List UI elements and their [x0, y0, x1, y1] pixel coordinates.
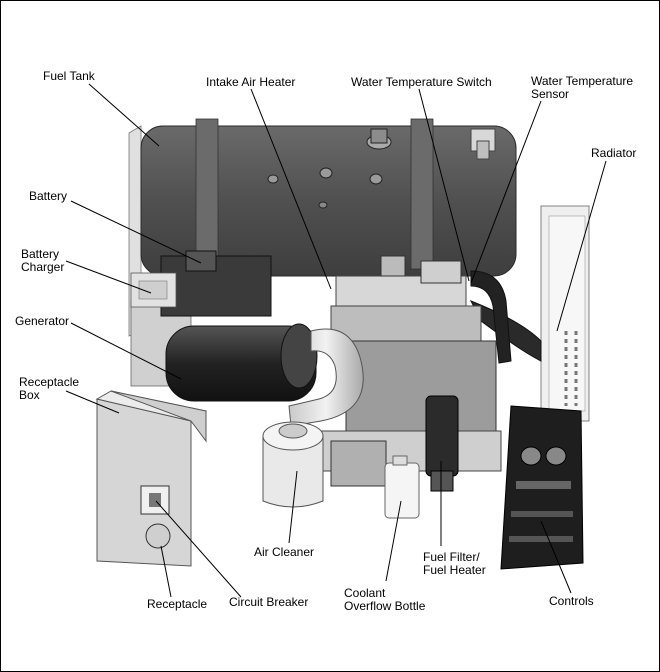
radiator	[469, 205, 590, 422]
label-coolant-overflow-bottle: Coolant Overflow Bottle	[344, 587, 425, 613]
label-circuit-breaker: Circuit Breaker	[229, 595, 309, 609]
label-battery: Battery	[29, 189, 68, 203]
generator	[130, 250, 318, 402]
leader-battery-charger	[65, 260, 152, 294]
leader-coolant-overflow-bottle	[385, 500, 402, 582]
battery-charger	[130, 272, 177, 308]
leader-water-temperature-switch	[418, 88, 470, 282]
label-battery-charger-line2: Charger	[21, 260, 65, 274]
label-receptacle: Receptacle	[147, 597, 208, 611]
leader-fuel-tank	[88, 83, 160, 147]
label-water-temperature-sensor: Water Temperature Sensor	[531, 75, 633, 101]
label-water-temperature-sensor-line2: Sensor	[531, 87, 570, 101]
coolant-overflow-bottle	[384, 455, 420, 519]
leader-water-temperature-sensor	[470, 100, 542, 284]
leader-lines	[65, 83, 607, 598]
engine	[320, 255, 502, 487]
label-fuel-filter: Fuel Filter/ Fuel Heater	[423, 551, 486, 577]
label-receptacle-box-line2: Box	[19, 388, 40, 402]
label-coolant-line2: Overflow Bottle	[344, 599, 426, 613]
label-water-temperature-switch: Water Temperature Switch	[351, 75, 492, 89]
receptacle-box	[95, 390, 208, 567]
leader-air-cleaner	[288, 470, 298, 544]
label-receptacle-box: Receptacle Box	[19, 376, 79, 402]
fuel-tank	[128, 118, 517, 337]
label-battery-charger: Battery Charger	[21, 248, 64, 274]
label-battery-charger-line1: Battery	[21, 247, 60, 261]
label-receptacle-box-line1: Receptacle	[19, 375, 80, 389]
leader-radiator	[556, 160, 607, 332]
label-fuel-filter-line1: Fuel Filter/	[423, 550, 480, 564]
leader-generator	[70, 322, 182, 380]
label-coolant-line1: Coolant	[344, 586, 386, 600]
label-radiator: Radiator	[591, 146, 637, 160]
label-intake-air-heater: Intake Air Heater	[206, 75, 296, 89]
leader-circuit-breaker	[155, 500, 242, 598]
leader-receptacle-box	[65, 390, 120, 414]
label-fuel-tank: Fuel Tank	[43, 69, 95, 83]
label-water-temperature-sensor-line1: Water Temperature	[531, 74, 634, 88]
controls-panel	[500, 405, 584, 570]
air-cleaner	[262, 421, 324, 508]
leader-receptacle	[160, 545, 172, 598]
leader-controls	[540, 520, 572, 594]
label-air-cleaner: Air Cleaner	[254, 545, 315, 559]
leader-battery	[70, 200, 202, 264]
label-controls: Controls	[549, 594, 594, 608]
fuel-filter	[425, 395, 459, 492]
leader-intake-air-heater	[250, 88, 332, 290]
label-fuel-filter-line2: Fuel Heater	[423, 563, 486, 577]
label-generator: Generator	[15, 314, 70, 328]
